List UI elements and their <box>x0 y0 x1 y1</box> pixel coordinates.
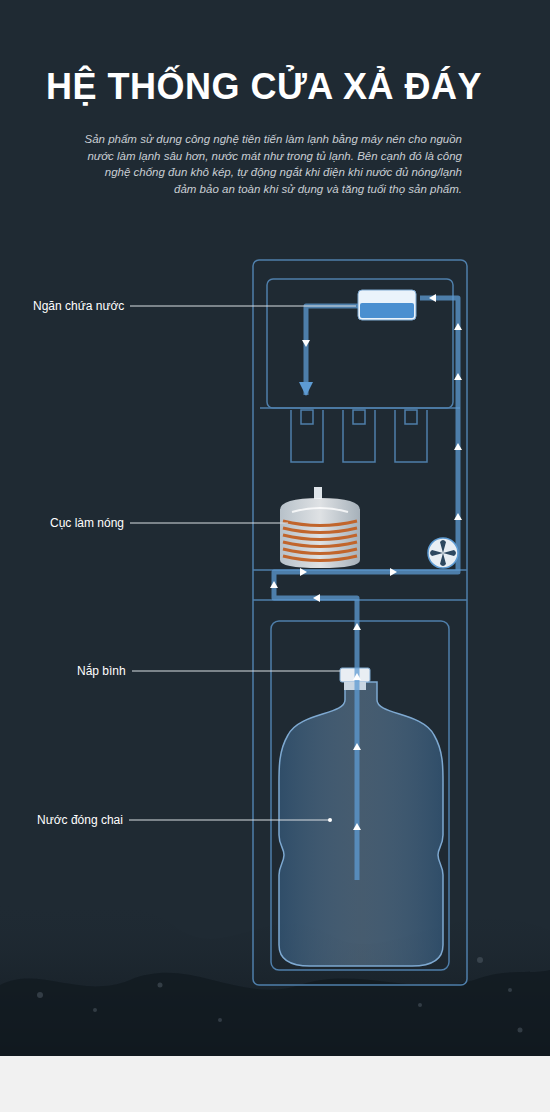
callout-label: Nắp bình <box>77 664 126 678</box>
title: HỆ THỐNG CỬA XẢ ĐÁY <box>46 66 482 108</box>
description-text: Sản phẩm sử dụng công nghệ tiên tiến làm… <box>82 131 462 197</box>
callout-label: Cục làm nóng <box>50 516 124 530</box>
callout-label: Ngăn chứa nước <box>33 299 124 313</box>
callout-label: Nước đóng chai <box>37 813 123 827</box>
